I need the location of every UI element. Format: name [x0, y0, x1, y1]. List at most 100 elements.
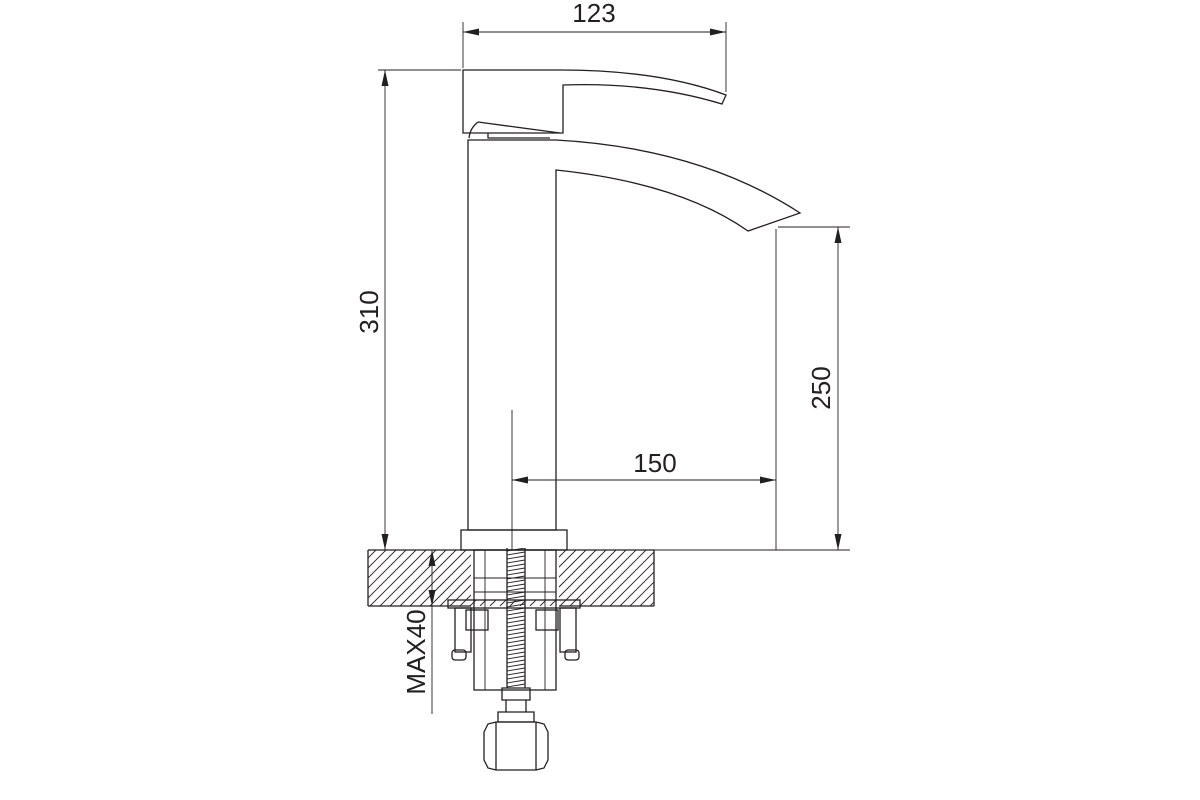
hatch-line — [710, 550, 766, 606]
hatch-line — [368, 550, 407, 606]
hose-thread — [506, 639, 526, 644]
hatch-line — [419, 550, 477, 606]
hatch-line — [409, 550, 467, 606]
hose-thread — [506, 579, 526, 584]
hatch-line — [399, 550, 457, 606]
hatch-line — [389, 550, 447, 606]
hose-thread — [506, 583, 526, 588]
hatch-line — [619, 550, 654, 606]
handle-width-label: 123 — [572, 0, 615, 28]
dimension-spout-reach: 150 — [512, 448, 776, 484]
faucet-body — [460, 69, 802, 551]
hose-thread — [506, 667, 526, 672]
hatch-line — [660, 550, 716, 606]
faucet-spout — [467, 139, 802, 531]
hose-thread — [506, 587, 526, 592]
hatch-line — [720, 550, 776, 606]
max-thickness-label: MAX40 — [401, 609, 431, 694]
mounting-hardware — [447, 410, 581, 771]
hatch-line — [700, 550, 756, 606]
hose-thread — [506, 659, 526, 664]
hose-thread — [506, 575, 526, 580]
mounting-plate — [447, 599, 581, 609]
left-bolt-tip — [451, 649, 467, 661]
hose-thread — [506, 611, 526, 616]
hose-thread — [506, 599, 526, 604]
hatch-line — [680, 550, 736, 606]
arrowhead — [381, 70, 389, 86]
hose-thread — [506, 655, 526, 660]
hatch-line — [599, 550, 654, 606]
arrowhead — [834, 534, 842, 550]
hose-thread — [506, 663, 526, 668]
hatch-line — [559, 550, 617, 606]
faucet-handle — [462, 69, 727, 134]
arrowhead — [710, 28, 726, 36]
hose-thread — [506, 551, 526, 556]
hatch-line — [670, 550, 726, 606]
dimension-spout-height: 250 — [775, 226, 850, 550]
hatch-line — [569, 550, 627, 606]
hose-thread — [506, 563, 526, 568]
hatch-line — [379, 550, 437, 606]
hose-thread — [506, 607, 526, 612]
arrowhead — [834, 227, 842, 243]
hose-thread — [506, 647, 526, 652]
handle-cartridge — [468, 121, 561, 139]
hose-thread — [506, 651, 526, 656]
hatch-line — [310, 550, 366, 606]
hose-thread — [506, 623, 526, 628]
hose-thread — [506, 591, 526, 596]
dimension-max-counter-thickness: MAX40 — [401, 550, 448, 714]
hatch-line — [589, 550, 647, 606]
hose-thread — [506, 627, 526, 632]
hatch-line — [649, 550, 654, 606]
countertop-section — [300, 549, 850, 607]
hatch-line — [300, 550, 356, 606]
hatch-line — [609, 550, 654, 606]
hose-thread — [506, 548, 526, 552]
spout-reach-label: 150 — [633, 448, 676, 478]
right-bolt-tip — [564, 649, 580, 661]
hose-thread — [506, 675, 526, 680]
arrowhead — [428, 550, 436, 566]
hose-thread — [506, 631, 526, 636]
total-height-label: 310 — [354, 290, 384, 333]
threaded-shank — [473, 549, 557, 691]
hose-connector — [497, 687, 535, 723]
hatch-line — [368, 550, 417, 606]
spout-height-label: 250 — [806, 366, 836, 409]
base-flange — [460, 529, 568, 551]
hose-thread — [506, 635, 526, 640]
hose-thread — [506, 683, 526, 688]
arrowhead — [463, 28, 479, 36]
hose-thread — [506, 619, 526, 624]
hose-thread — [506, 571, 526, 576]
hose-thread — [506, 559, 526, 564]
hose-thread — [506, 567, 526, 572]
hatch-line — [629, 550, 654, 606]
hose-thread — [506, 679, 526, 684]
dimension-handle-width: 123 — [462, 0, 727, 92]
hatch-line — [639, 550, 654, 606]
arrowhead — [760, 476, 776, 484]
left-nut — [465, 609, 489, 631]
arrowhead — [428, 590, 436, 606]
hatch-line — [369, 550, 427, 606]
hose-thread — [506, 603, 526, 608]
arrowhead — [512, 476, 528, 484]
hose-thread — [506, 671, 526, 676]
hose-thread — [506, 643, 526, 648]
right-bolt — [559, 607, 577, 653]
hatch-line — [549, 550, 607, 606]
hose-thread — [506, 595, 526, 600]
arrowhead — [381, 534, 389, 550]
hex-nut — [483, 721, 549, 771]
hatch-line — [579, 550, 637, 606]
hatch-line — [368, 550, 397, 606]
hose-thread — [506, 615, 526, 620]
hatch-line — [690, 550, 746, 606]
hatch-line — [368, 550, 387, 606]
dimension-total-height: 310 — [354, 69, 461, 550]
